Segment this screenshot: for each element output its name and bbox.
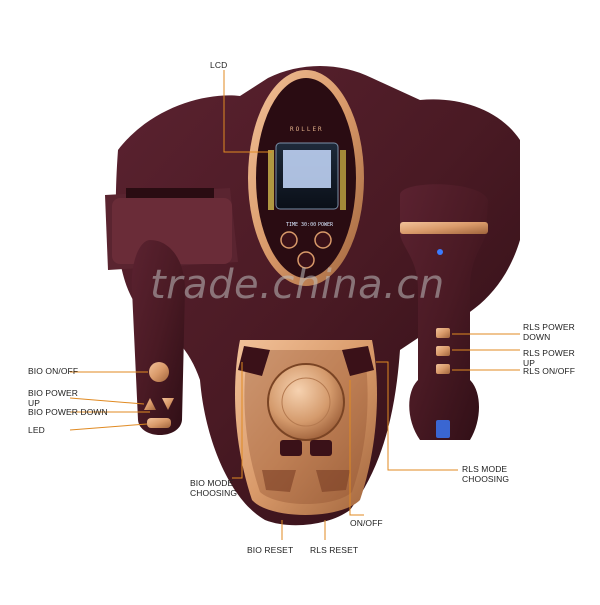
brand-logo: ROLLER — [290, 126, 324, 133]
label-rls-mode-choosing: RLS MODE CHOOSING — [462, 464, 510, 484]
label-rls-on-off: RLS ON/OFF — [523, 366, 576, 376]
label-bio-reset: BIO RESET — [247, 545, 294, 555]
label-lcd: LCD — [210, 60, 228, 70]
label-bio-mode-choosing: BIO MODE CHOOSING — [190, 478, 238, 498]
bio-power-down-button — [144, 398, 156, 410]
label-bio-power-down: BIO POWER DOWN — [28, 407, 108, 417]
bio-power-up-button — [162, 398, 174, 410]
bio-led — [147, 418, 171, 428]
label-rls-power-up: RLS POWER UP — [523, 348, 575, 368]
rls-handpiece — [400, 184, 488, 440]
bio-handpiece-grip — [131, 240, 185, 435]
lcd-readout-time: TIME 30:00 — [286, 222, 317, 228]
label-bio-on-off: BIO ON/OFF — [28, 366, 79, 376]
rls-mode-button — [310, 440, 332, 456]
lcd-readout-power: POWER — [318, 222, 334, 228]
label-rls-power-down: RLS POWER DOWN — [523, 322, 575, 342]
bio-reset-button — [262, 470, 296, 492]
rls-power-down-button — [436, 328, 450, 338]
rls-power-up-button — [436, 346, 450, 356]
device-base — [115, 66, 521, 526]
label-on-off: ON/OFF — [350, 518, 383, 528]
rls-reset-button — [316, 470, 350, 492]
rls-on-off-button — [436, 364, 450, 374]
bio-mode-button — [280, 440, 302, 456]
label-led: LED — [28, 425, 45, 435]
rls-blue-led — [437, 249, 443, 255]
watermark: trade.china.cn — [150, 262, 445, 308]
bio-on-off-button — [149, 362, 169, 382]
main-knob — [267, 363, 345, 441]
label-bio-power-up: BIO POWER UP — [28, 388, 79, 408]
label-rls-reset: RLS RESET — [310, 545, 359, 555]
